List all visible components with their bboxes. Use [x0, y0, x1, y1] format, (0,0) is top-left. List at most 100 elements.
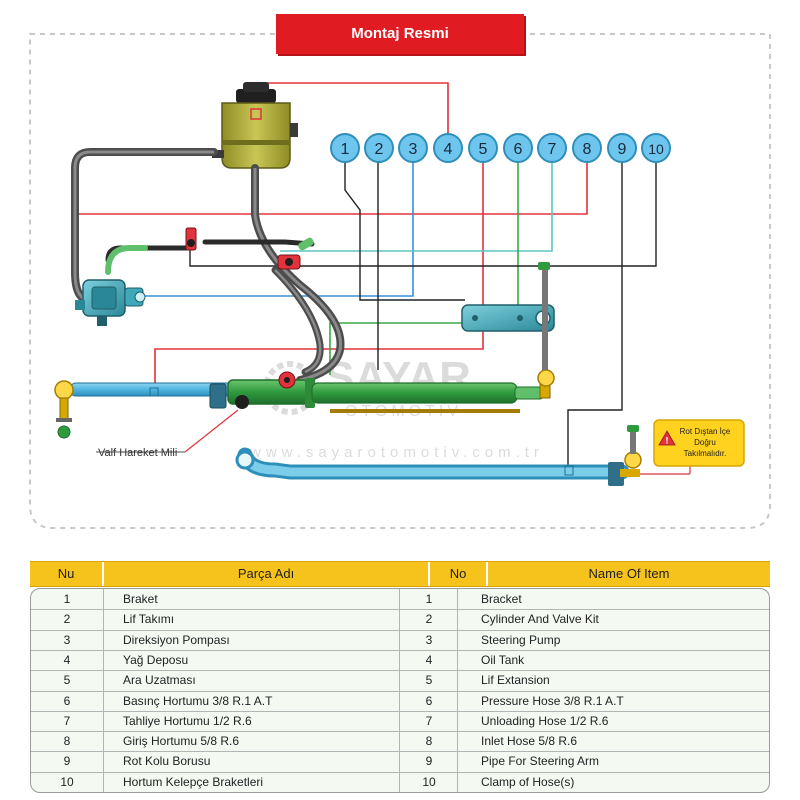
row-no-cell: 9	[425, 754, 433, 769]
row-nu-cell: 5	[63, 673, 71, 688]
row-no-cell: 4	[425, 652, 433, 667]
callout-3: 3	[398, 133, 428, 163]
row-name-cell: Clamp of Hose(s)	[481, 774, 575, 789]
row-parca-adi-cell: Basınç Hortumu 3/8 R.1 A.T	[123, 693, 273, 708]
svg-text:!: !	[666, 436, 669, 446]
row-divider	[31, 731, 769, 733]
row-parca-adi-cell: Giriş Hortumu 5/8 R.6	[123, 734, 240, 749]
header-name-of-item: Name Of Item	[588, 566, 670, 581]
callout-6: 6	[503, 133, 533, 163]
svg-text:5: 5	[479, 141, 488, 158]
row-no-cell: 1	[425, 592, 433, 606]
row-divider	[31, 751, 769, 753]
row-nu-cell: 4	[63, 652, 71, 667]
callout-8: 8	[572, 133, 602, 163]
row-nu-cell: 2	[63, 612, 71, 627]
svg-text:10: 10	[648, 141, 664, 157]
row-parca-adi-cell: Direksiyon Pompası	[123, 632, 230, 647]
row-parca-adi-cell: Hortum Kelepçe Braketleri	[123, 774, 264, 789]
oil-tank	[212, 82, 298, 169]
title-banner	[276, 14, 524, 54]
callout-7: 7	[537, 133, 567, 163]
callout-line-6	[329, 160, 519, 375]
svg-text:8: 8	[583, 141, 592, 158]
row-name-cell: Lif Extansion	[481, 673, 550, 688]
row-divider	[31, 690, 769, 692]
svg-text:4: 4	[444, 141, 453, 158]
table-row: 2 Lif Takımı 2 Cylinder And Valve Kit	[31, 609, 769, 629]
row-name-cell: Pressure Hose 3/8 R.1 A.T	[481, 693, 624, 708]
row-name-cell: Pipe For Steering Arm	[481, 754, 600, 769]
callout-2: 2	[364, 133, 394, 163]
row-name-cell: Steering Pump	[481, 632, 561, 647]
callout-line-1	[344, 160, 465, 301]
row-nu-cell: 10	[60, 774, 74, 789]
watermark-url: www.sayarotomotiv.com.tr	[249, 444, 544, 461]
valve-shaft-label: Valf Hareket Mili	[98, 447, 177, 459]
header-separator	[102, 562, 104, 586]
warning-box: ! Rot Dıştan İçe Doğru Takılmalıdır.	[653, 419, 745, 467]
assembly-diagram: SAYAR OTOMOTİV www.sayarotomotiv.com.tr	[29, 33, 771, 529]
row-name-cell: Unloading Hose 1/2 R.6	[481, 713, 609, 728]
hose-tank-to-pump	[71, 148, 218, 304]
callout-9: 9	[607, 133, 637, 163]
table-row: 10 Hortum Kelepçe Braketleri 10 Clamp of Ho…	[31, 772, 769, 792]
steering-arm-pipe	[235, 425, 642, 486]
row-nu-cell: 1	[63, 592, 71, 606]
right-ball-joint	[537, 262, 555, 399]
svg-text:2: 2	[375, 141, 384, 158]
callout-5: 5	[468, 133, 498, 163]
callout-line-3	[125, 160, 414, 297]
header-no: No	[449, 566, 467, 581]
svg-text:7: 7	[548, 141, 557, 158]
row-no-cell: 6	[425, 693, 433, 708]
row-no-cell: 8	[425, 734, 433, 749]
header-separator	[486, 562, 488, 586]
row-no-cell: 2	[425, 612, 433, 627]
row-name-cell: Oil Tank	[481, 652, 525, 667]
table-header: Nu Parça Adı No Name Of Item	[30, 561, 770, 587]
row-divider	[31, 710, 769, 712]
svg-text:3: 3	[409, 141, 418, 158]
row-no-cell: 10	[422, 774, 436, 789]
steering-pump	[75, 279, 146, 326]
row-divider	[31, 771, 769, 773]
row-parca-adi-cell: Yağ Deposu	[123, 652, 189, 667]
callout-line-8	[75, 160, 588, 215]
row-nu-cell: 7	[63, 713, 71, 728]
row-nu-cell: 8	[63, 734, 71, 749]
table-row: 8 Giriş Hortumu 5/8 R.6 8 Inlet Hose 5/8 R.…	[31, 731, 769, 751]
row-parca-adi-cell: Lif Takımı	[123, 612, 175, 627]
row-divider	[31, 649, 769, 651]
svg-text:6: 6	[514, 141, 523, 158]
row-nu-cell: 9	[63, 754, 71, 769]
row-parca-adi-cell: Braket	[123, 592, 158, 606]
header-parca-adi: Parça Adı	[237, 566, 295, 581]
row-no-cell: 7	[425, 713, 433, 728]
svg-text:9: 9	[618, 141, 627, 158]
callout-line-7	[280, 160, 553, 252]
row-no-cell: 5	[425, 673, 433, 688]
row-name-cell: Cylinder And Valve Kit	[481, 612, 599, 627]
bracket	[461, 304, 555, 332]
svg-text:1: 1	[341, 141, 350, 158]
warning-icon	[658, 430, 676, 446]
left-ball-joint	[54, 380, 74, 439]
header-nu: Nu	[57, 566, 75, 581]
table-row: 4 Yağ Deposu 4 Oil Tank	[31, 650, 769, 670]
page-title: Montaj Resmi	[351, 25, 449, 42]
callout-10: 10	[641, 133, 671, 163]
row-divider	[31, 609, 769, 611]
row-divider	[31, 629, 769, 631]
row-no-cell: 3	[425, 632, 433, 647]
row-name-cell: Inlet Hose 5/8 R.6	[481, 734, 578, 749]
valve-shaft-pointer	[184, 409, 239, 453]
callouts: 1 2 3 4 5 6 7 8 9 10	[330, 133, 671, 163]
